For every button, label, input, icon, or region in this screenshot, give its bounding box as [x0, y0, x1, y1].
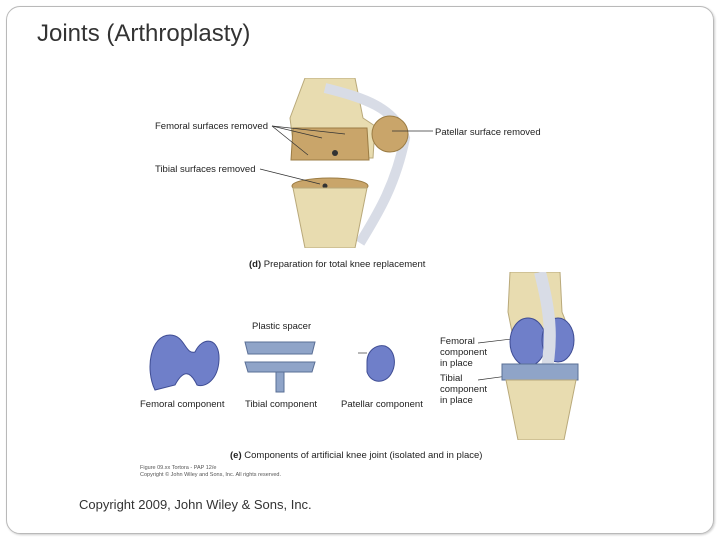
caption-d-text: Preparation for total knee replacement: [263, 259, 426, 270]
label-femoral-in-place-line: in place: [440, 358, 473, 369]
label-patellar-surface: Patellar surface removed: [435, 127, 541, 138]
patellar-component-illustration: [366, 345, 395, 382]
label-tibial-in-place-line: in place: [440, 395, 473, 406]
label-patellar-component: Patellar component: [341, 399, 423, 410]
slide-frame: [6, 6, 714, 534]
label-femoral-in-place-line: Femoral: [440, 336, 475, 347]
slide-title: Joints (Arthroplasty): [37, 20, 251, 47]
label-tibial-in-place: Tibial component in place: [440, 373, 487, 406]
label-tibial-in-place-line: component: [440, 384, 488, 395]
label-femoral-surfaces: Femoral surfaces removed: [155, 121, 268, 132]
label-femoral-component: Femoral component: [140, 399, 225, 410]
figure-credit-line: Figure 09.xx Tortora - PAP 12/e: [140, 465, 217, 471]
knee-in-place-illustration: [501, 272, 579, 440]
tibial-component-illustration: [244, 341, 316, 393]
caption-d-letter: (d): [249, 259, 262, 270]
caption-e-text: Components of artificial knee joint (iso…: [244, 450, 483, 461]
caption-e-letter: (e): [230, 450, 242, 461]
knee-preparation-illustration: [289, 78, 411, 248]
figure-credit: Figure 09.xx Tortora - PAP 12/e Copyrigh…: [140, 465, 281, 479]
label-tibial-in-place-line: Tibial: [440, 373, 463, 384]
femoral-component-illustration: [149, 334, 220, 391]
label-tibial-surfaces: Tibial surfaces removed: [155, 164, 256, 175]
caption-d: (d) Preparation for total knee replaceme…: [249, 259, 425, 270]
label-femoral-in-place-line: component: [440, 347, 488, 358]
figure-credit-line: Copyright © John Wiley and Sons, Inc. Al…: [140, 472, 282, 478]
label-tibial-component: Tibial component: [245, 399, 317, 410]
copyright-footer: Copyright 2009, John Wiley & Sons, Inc.: [79, 497, 312, 512]
caption-e: (e) Components of artificial knee joint …: [230, 450, 482, 461]
label-plastic-spacer: Plastic spacer: [252, 321, 312, 332]
label-femoral-in-place: Femoral component in place: [440, 336, 487, 369]
